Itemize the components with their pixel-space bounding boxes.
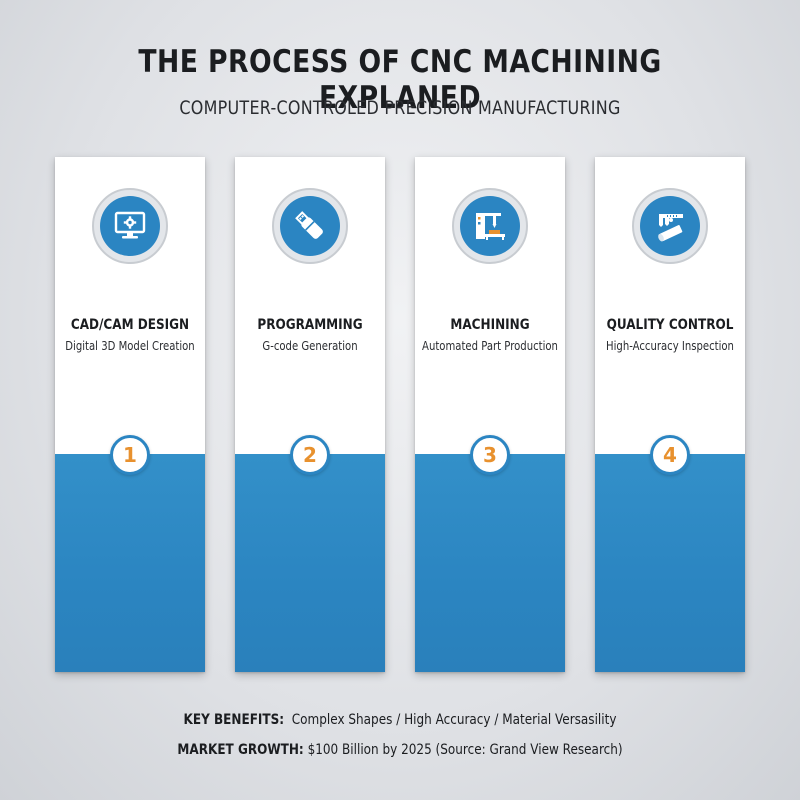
step-description: G-code Generation xyxy=(262,339,358,353)
icon-ring xyxy=(92,188,168,264)
step-description: Digital 3D Model Creation xyxy=(65,339,195,353)
step-number-badge: 2 xyxy=(290,435,330,475)
step-card-quality-control: QUALITY CONTROL High-Accuracy Inspection… xyxy=(595,157,745,672)
step-description: High-Accuracy Inspection xyxy=(606,339,734,353)
key-benefits-label: KEY BENEFITS: xyxy=(183,712,285,728)
step-title: PROGRAMMING xyxy=(257,317,363,333)
step-title: QUALITY CONTROL xyxy=(606,317,734,333)
market-growth-text: $100 Billion by 2025 (Source: Grand View… xyxy=(307,742,623,758)
market-growth-line: MARKET GROWTH: $100 Billion by 2025 (Sou… xyxy=(56,742,744,758)
step-title: CAD/CAM DESIGN xyxy=(70,317,190,333)
card-blue-panel xyxy=(235,454,385,672)
card-blue-panel xyxy=(55,454,205,672)
card-blue-panel xyxy=(595,454,745,672)
step-number-badge: 4 xyxy=(650,435,690,475)
step-number-badge: 3 xyxy=(470,435,510,475)
key-benefits-text: Complex Shapes / High Accuracy / Materia… xyxy=(291,712,617,728)
step-card-cad-cam-design: CAD/CAM DESIGN Digital 3D Model Creation… xyxy=(55,157,205,672)
page-title: THE PROCESS OF CNC MACHINING EXPLANED xyxy=(138,44,662,116)
step-card-machining: MACHINING Automated Part Production 3 xyxy=(415,157,565,672)
page-subtitle: COMPUTER-CONTROLED PRECISION MANUFACTURI… xyxy=(179,97,621,119)
card-blue-panel xyxy=(415,454,565,672)
caliper-icon xyxy=(658,214,683,242)
icon-ring xyxy=(452,188,528,264)
step-number-badge: 1 xyxy=(110,435,150,475)
icon-ring xyxy=(272,188,348,264)
step-description: Automated Part Production xyxy=(422,339,558,353)
cnc-machine-icon xyxy=(476,213,505,240)
market-growth-label: MARKET GROWTH: xyxy=(177,742,304,758)
icon-ring xyxy=(632,188,708,264)
step-card-programming: PROGRAMMING G-code Generation 2 xyxy=(235,157,385,672)
usb-drive-icon xyxy=(295,211,323,239)
key-benefits-line: KEY BENEFITS: Complex Shapes / High Accu… xyxy=(56,712,744,728)
monitor-gear-icon xyxy=(114,211,146,239)
step-title: MACHINING xyxy=(450,317,530,333)
